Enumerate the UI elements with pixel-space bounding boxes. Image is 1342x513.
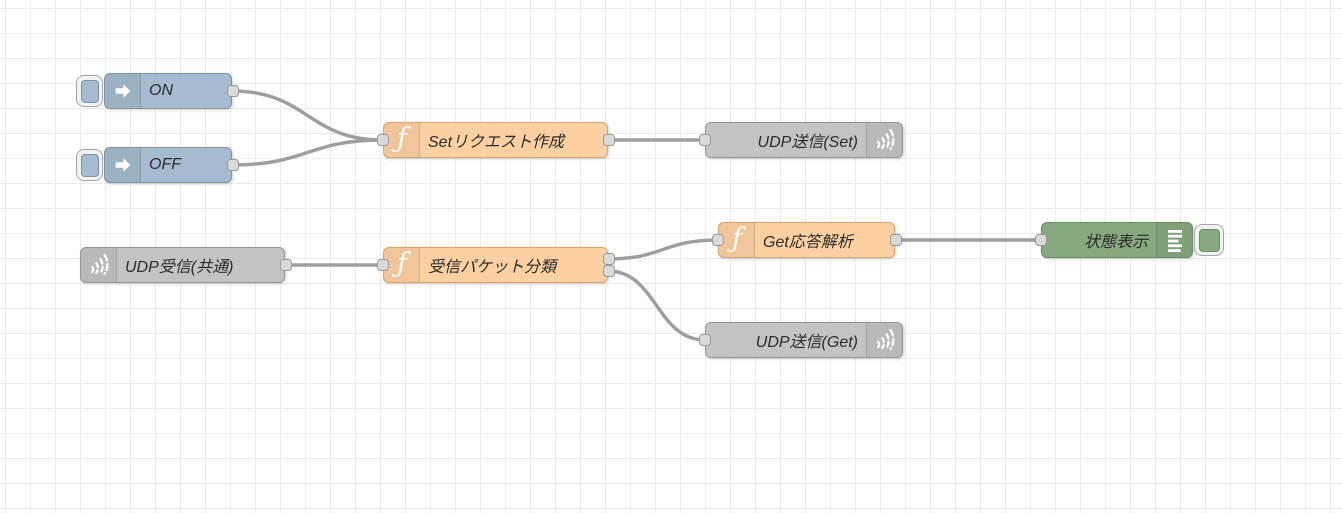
debug-list-icon	[1156, 223, 1192, 257]
node-fn-set-request[interactable]: ƒ Setリクエスト作成	[376, 122, 615, 158]
node-label: ON	[149, 82, 173, 99]
svg-text:ƒ: ƒ	[392, 124, 411, 154]
node-label: Setリクエスト作成	[428, 134, 565, 151]
node-debug-status[interactable]: 状態表示	[1034, 222, 1224, 258]
node-udp-out-set[interactable]: UDP送信(Set)	[698, 122, 903, 158]
debug-toggle-button[interactable]	[1194, 224, 1224, 256]
output-port[interactable]	[602, 264, 615, 277]
wire[interactable]	[606, 238, 720, 261]
udp-waves-icon	[866, 123, 902, 157]
node-label: UDP受信(共通)	[125, 259, 234, 276]
button-inner	[80, 79, 99, 103]
node-label: Get応答解析	[763, 234, 853, 251]
node-udp-out-get[interactable]: UDP送信(Get)	[698, 322, 903, 358]
input-port[interactable]	[376, 258, 389, 271]
output-port[interactable]	[226, 84, 239, 97]
input-port[interactable]	[711, 233, 724, 246]
node-label: UDP送信(Set)	[757, 134, 858, 151]
inject-arrow-icon	[105, 74, 141, 108]
node-inject-off[interactable]: OFF	[76, 147, 239, 183]
wire[interactable]	[230, 89, 385, 142]
wire[interactable]	[606, 269, 707, 342]
output-port[interactable]	[602, 252, 615, 265]
inject-arrow-icon	[105, 148, 141, 182]
node-fn-packet-classify[interactable]: ƒ 受信パケット分類	[376, 247, 615, 283]
node-label: UDP送信(Get)	[755, 334, 858, 351]
input-port[interactable]	[698, 333, 711, 346]
node-label: OFF	[149, 156, 181, 173]
input-port[interactable]	[376, 133, 389, 146]
output-port[interactable]	[602, 133, 615, 146]
input-port[interactable]	[1034, 233, 1047, 246]
button-inner	[80, 153, 99, 177]
output-port[interactable]	[279, 258, 292, 271]
node-fn-get-parse[interactable]: ƒ Get応答解析	[711, 222, 902, 258]
function-icon: ƒ	[719, 223, 755, 257]
node-label: 状態表示	[1083, 234, 1148, 251]
output-port[interactable]	[226, 158, 239, 171]
function-icon: ƒ	[384, 248, 420, 282]
node-inject-on[interactable]: ON	[76, 73, 239, 109]
inject-button[interactable]	[76, 75, 103, 107]
button-inner	[1198, 228, 1220, 252]
node-label: 受信パケット分類	[428, 259, 557, 276]
udp-waves-icon	[866, 323, 902, 357]
svg-text:ƒ: ƒ	[727, 224, 746, 254]
udp-waves-icon	[81, 248, 117, 282]
svg-text:ƒ: ƒ	[392, 249, 411, 279]
wire[interactable]	[230, 138, 385, 167]
input-port[interactable]	[698, 133, 711, 146]
inject-button[interactable]	[76, 149, 103, 181]
output-port[interactable]	[889, 233, 902, 246]
node-udp-in-common[interactable]: UDP受信(共通)	[80, 247, 292, 283]
function-icon: ƒ	[384, 123, 420, 157]
